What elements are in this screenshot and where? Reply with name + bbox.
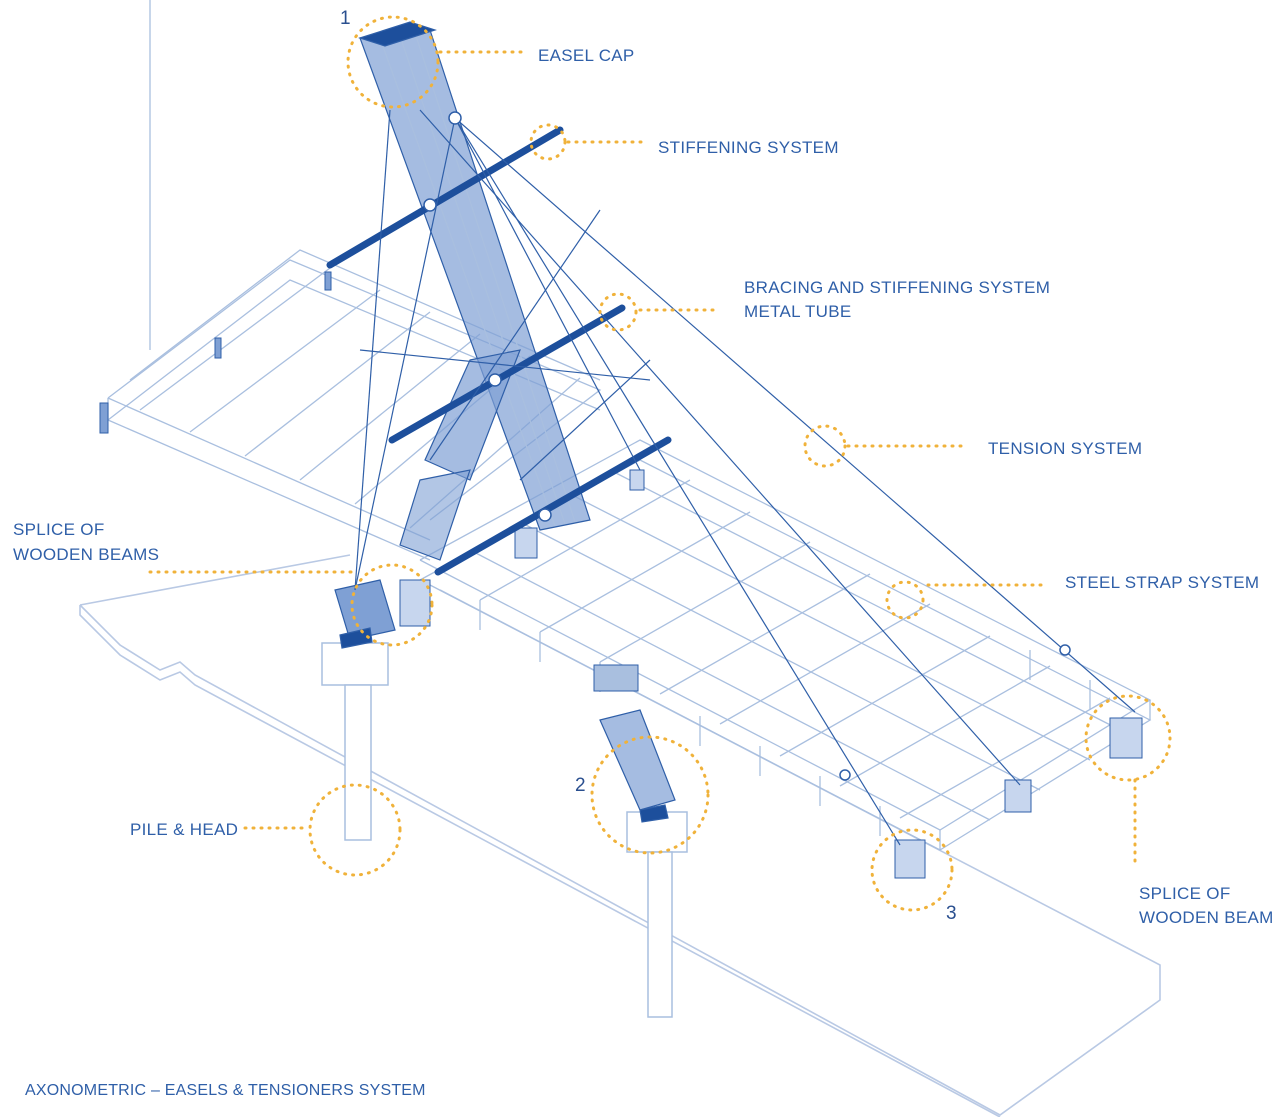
marker-3: 3 [946, 903, 957, 924]
easel [334, 21, 676, 823]
piles [321, 642, 688, 1018]
label-splice-right-line2: WOODEN BEAMS [1139, 908, 1273, 927]
ground-slab [79, 554, 1161, 1117]
label-steel-strap-system: STEEL STRAP SYSTEM [1065, 573, 1260, 592]
label-splice-left-line2: WOODEN BEAMS [13, 545, 160, 564]
label-stiffening-system: STIFFENING SYSTEM [658, 138, 839, 157]
connection-nodes [423, 111, 1071, 781]
marker-1: 1 [340, 8, 351, 29]
stiffening-tubes [326, 126, 672, 576]
label-tension-system: TENSION SYSTEM [988, 439, 1143, 458]
label-easel-cap: EASEL CAP [538, 46, 635, 65]
label-pile-head: PILE & HEAD [130, 820, 239, 839]
callouts [148, 15, 1172, 912]
tension-cables [354, 109, 1136, 846]
label-splice-left-line1: SPLICE OF [13, 520, 105, 539]
label-bracing-line2: METAL TUBE [744, 302, 852, 321]
label-splice-right-line1: SPLICE OF [1139, 884, 1231, 903]
label-bracing-line1: BRACING AND STIFFENING SYSTEM [744, 278, 1051, 297]
diagram-caption: AXONOMETRIC – EASELS & TENSIONERS SYSTEM [25, 1082, 426, 1099]
plates [99, 271, 1143, 879]
marker-2: 2 [575, 775, 586, 796]
